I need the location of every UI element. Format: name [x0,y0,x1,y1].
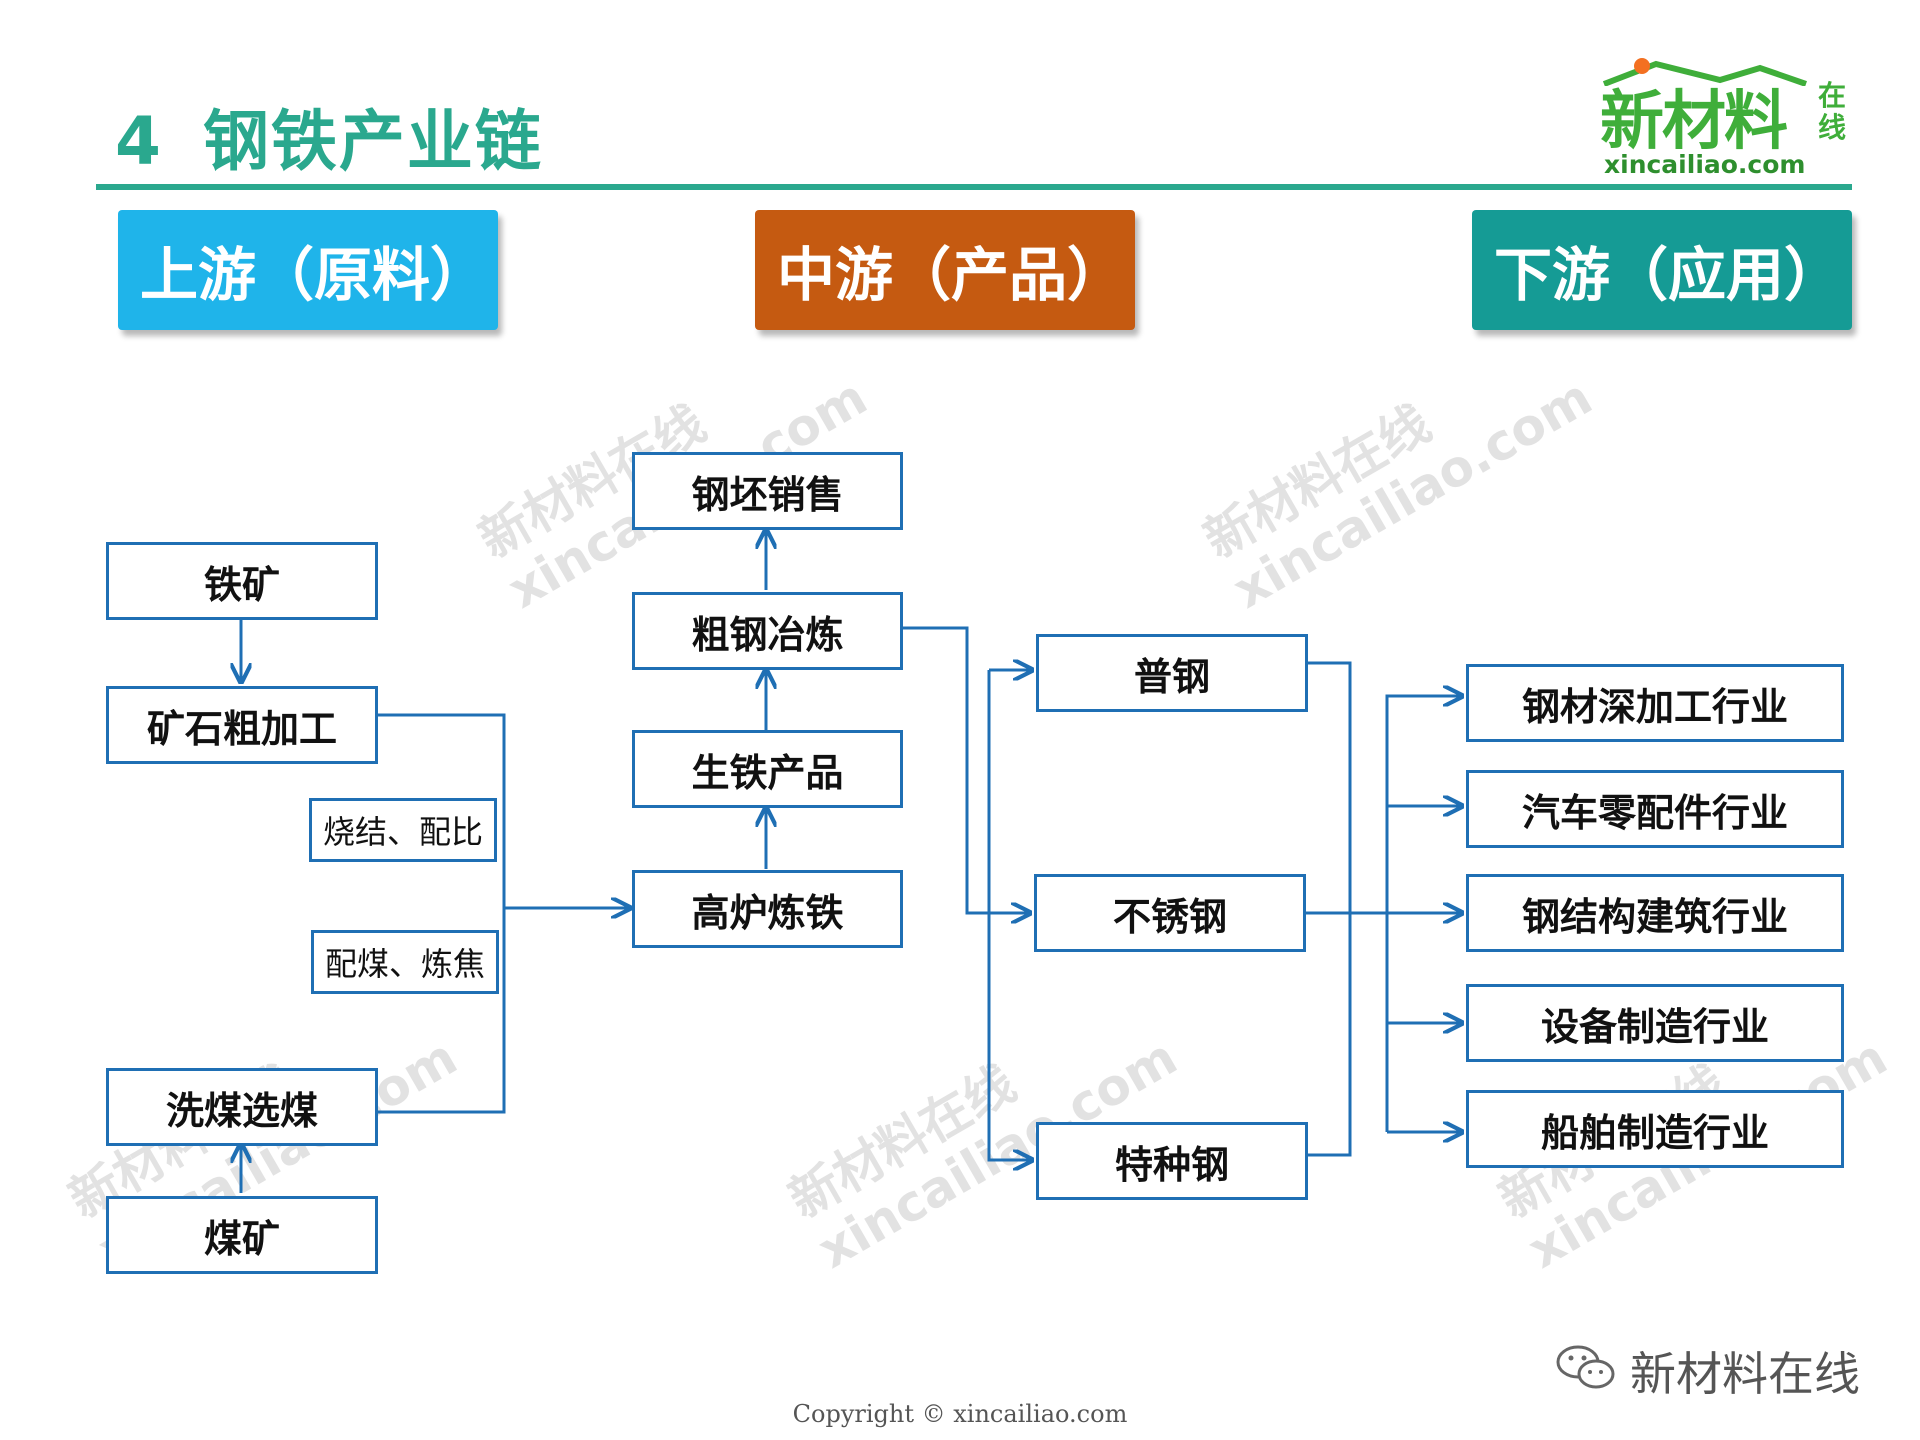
logo-url: xincailiao.com [1604,150,1806,179]
node-iron-ore: 铁矿 [106,542,378,620]
wechat-icon [1556,1345,1615,1389]
copyright: Copyright © xincailiao.com [792,1400,1128,1428]
wechat-account-label: 新材料在线 [1630,1347,1860,1401]
node-common-steel: 普钢 [1036,634,1308,712]
node-downstream-item: 汽车零配件行业 [1466,770,1844,848]
node-billet-sales: 钢坯销售 [632,452,903,530]
title-divider [96,184,1852,190]
node-downstream-item: 设备制造行业 [1466,984,1844,1062]
label-sinter: 烧结、配比 [309,798,497,862]
midstream-header: 中游（产品） [755,210,1135,330]
node-downstream-item: 船舶制造行业 [1466,1090,1844,1168]
node-blast-furnace: 高炉炼铁 [632,870,903,948]
node-special-steel: 特种钢 [1036,1122,1308,1200]
node-pig-iron: 生铁产品 [632,730,903,808]
label-coking: 配煤、炼焦 [311,930,499,994]
logo-side-text: 在线 [1818,79,1847,144]
node-ore-processing: 矿石粗加工 [106,686,378,764]
node-downstream-item: 钢结构建筑行业 [1466,874,1844,952]
slide-number: 4 [115,103,163,180]
slide-title-text: 钢铁产业链 [202,103,543,180]
upstream-header: 上游（原料） [118,210,498,330]
node-coal-washing: 洗煤选煤 [106,1068,378,1146]
node-crude-steel: 粗钢冶炼 [632,592,903,670]
logo-sun-icon [1634,58,1650,74]
node-coal-mine: 煤矿 [106,1196,378,1274]
node-stainless-steel: 不锈钢 [1034,874,1306,952]
node-downstream-item: 钢材深加工行业 [1466,664,1844,742]
downstream-header: 下游（应用） [1472,210,1852,330]
slide-title: 4 钢铁产业链 [115,88,543,184]
logo-text: 新材料 [1600,85,1788,159]
